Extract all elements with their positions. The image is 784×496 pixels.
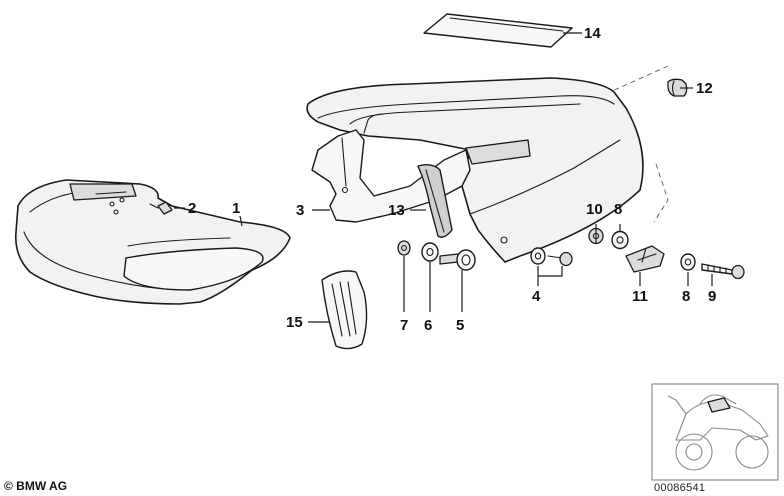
callout-7: 7 xyxy=(400,317,408,334)
motorcycle-thumbnail xyxy=(651,383,779,481)
callout-1: 1 xyxy=(232,200,240,217)
callout-5: 5 xyxy=(456,317,464,334)
part-5-bolt[interactable] xyxy=(439,249,476,271)
callout-4: 4 xyxy=(532,288,541,305)
part-7-nut[interactable] xyxy=(397,240,411,256)
callout-8-upper: 8 xyxy=(614,201,622,218)
seat-cowl[interactable] xyxy=(306,77,644,263)
part-6-washer[interactable] xyxy=(421,242,439,262)
callout-6: 6 xyxy=(424,317,432,334)
callout-10: 10 xyxy=(586,201,603,218)
callout-8-lower: 8 xyxy=(682,288,690,305)
part-15-grille[interactable] xyxy=(321,270,368,350)
callout-15: 15 xyxy=(286,314,303,331)
callout-3: 3 xyxy=(296,202,304,219)
part-8-washer-upper[interactable] xyxy=(611,230,629,250)
part-13-trim[interactable] xyxy=(417,163,453,238)
callout-12: 12 xyxy=(696,80,713,97)
callout-13: 13 xyxy=(388,202,405,219)
callout-2: 2 xyxy=(188,200,196,217)
copyright-label: © BMW AG xyxy=(4,479,67,493)
callout-14: 14 xyxy=(584,25,601,42)
part-9-bolt[interactable] xyxy=(701,263,745,280)
part-2-screw[interactable] xyxy=(149,201,173,215)
callout-11: 11 xyxy=(632,288,648,305)
callout-9: 9 xyxy=(708,288,716,305)
part-14-pad[interactable] xyxy=(423,13,573,48)
part-4-fastener[interactable] xyxy=(530,247,573,267)
part-8-washer-lower[interactable] xyxy=(680,253,696,271)
part-12-cap[interactable] xyxy=(667,78,688,97)
part-11-clip[interactable] xyxy=(625,245,665,273)
part-1-seat[interactable] xyxy=(14,179,291,305)
diagram-code: 00086541 xyxy=(654,482,705,494)
